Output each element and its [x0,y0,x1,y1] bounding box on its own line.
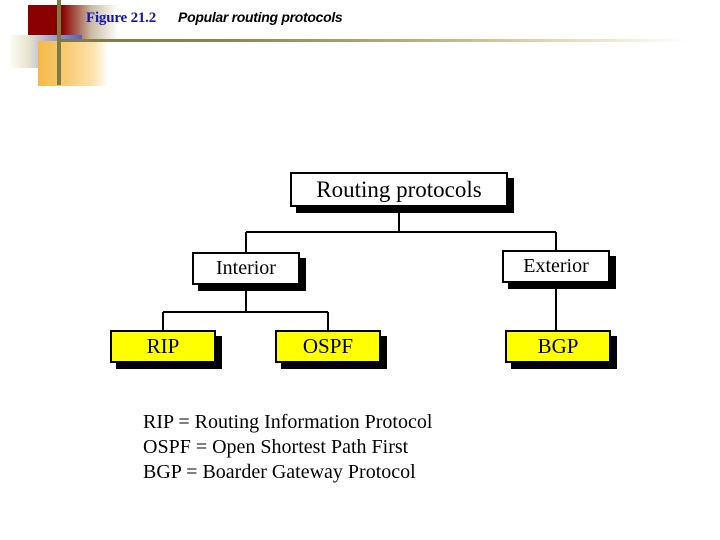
node-exterior-label: Exterior [523,255,589,277]
legend-line-rip: RIP = Routing Information Protocol [143,411,433,433]
figure-caption: Popular routing protocols [178,9,343,25]
header-decoration [0,0,720,100]
node-rip-label: RIP [146,334,180,358]
decorative-vertical-rule [57,0,61,85]
node-ospf-label: OSPF [302,334,354,358]
node-interior-label: Interior [216,257,276,279]
legend-line-ospf: OSPF = Open Shortest Path First [143,436,409,458]
figure-title: Figure 21.2 Popular routing protocols [86,9,343,27]
node-bgp[interactable]: BGP [505,330,611,363]
node-interior[interactable]: Interior [192,252,300,285]
node-bgp-label: BGP [537,334,579,358]
node-routing-protocols[interactable]: Routing protocols [290,172,508,207]
decorative-orange-square [38,41,108,86]
legend-line-bgp: BGP = Boarder Gateway Protocol [143,461,416,483]
node-ospf[interactable]: OSPF [275,330,381,363]
node-routing-protocols-label: Routing protocols [316,176,482,202]
decorative-horizontal-rule [58,39,688,42]
figure-number: Figure 21.2 [86,10,157,26]
node-rip[interactable]: RIP [110,330,216,363]
legend: RIP = Routing Information Protocol OSPF … [143,410,432,485]
node-exterior[interactable]: Exterior [502,250,610,283]
